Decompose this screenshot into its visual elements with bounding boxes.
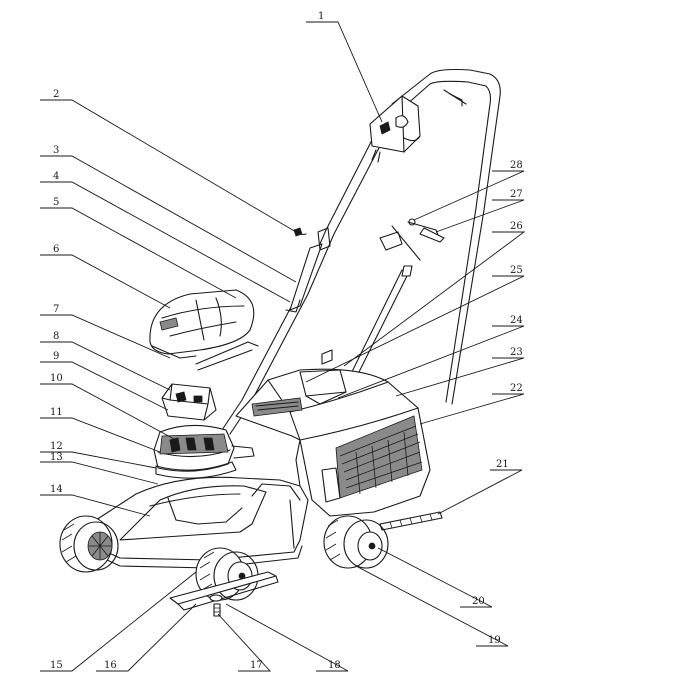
part-number-28: 28 [510, 160, 523, 171]
part-number-12: 12 [50, 441, 63, 452]
wheel-front-left [59, 515, 119, 573]
leader-lines [40, 21, 526, 672]
part-number-25: 25 [510, 265, 523, 276]
leader-25 [305, 275, 525, 383]
leader-27 [435, 199, 525, 233]
part-number-9: 9 [53, 351, 59, 362]
part-number-11: 11 [50, 407, 63, 418]
part-number-3: 3 [53, 145, 59, 156]
leader-10 [40, 383, 177, 441]
part-number-10: 10 [50, 373, 63, 384]
grass-box [235, 349, 431, 517]
cable-clip [379, 218, 445, 261]
part-number-6: 6 [53, 244, 59, 255]
leader-21 [437, 469, 523, 515]
leader-17 [217, 613, 272, 672]
part-number-13: 13 [50, 452, 63, 463]
part-number-27: 27 [510, 189, 523, 200]
part-number-14: 14 [50, 484, 63, 495]
leader-18 [225, 603, 349, 672]
part-numbers: 1 2 3 4 5 6 7 8 9 10 11 12 13 14 15 16 1… [50, 11, 523, 671]
leader-4 [40, 181, 291, 303]
leader-28 [413, 170, 525, 221]
leader-9 [40, 361, 169, 411]
leader-20 [377, 547, 493, 608]
leader-23 [395, 357, 525, 397]
part-number-23: 23 [510, 347, 523, 358]
leader-12 [40, 451, 157, 469]
wheel-rear-right [323, 515, 389, 569]
part-number-21: 21 [496, 459, 509, 470]
leader-8 [40, 341, 171, 391]
part-number-26: 26 [510, 221, 523, 232]
leader-16 [96, 603, 197, 672]
part-number-2: 2 [53, 89, 59, 100]
part-number-22: 22 [510, 383, 523, 394]
motor-cover [161, 383, 217, 421]
mower-drawing [59, 68, 501, 617]
blade-assembly [169, 571, 279, 617]
part-number-5: 5 [53, 197, 59, 208]
part-number-24: 24 [510, 315, 523, 326]
leader-11 [40, 417, 161, 453]
part-number-7: 7 [53, 304, 59, 315]
part-number-16: 16 [104, 660, 117, 671]
part-number-19: 19 [488, 635, 501, 646]
part-number-8: 8 [53, 331, 59, 342]
leader-24 [337, 325, 525, 399]
part-number-15: 15 [50, 660, 63, 671]
leader-26 [343, 231, 526, 367]
leader-15 [40, 571, 197, 672]
grass-box-lid [149, 289, 259, 371]
leader-3 [40, 155, 297, 283]
leader-2 [40, 99, 297, 233]
leader-7 [40, 314, 171, 359]
motor [153, 424, 255, 479]
part-number-18: 18 [328, 660, 341, 671]
switch-box [369, 95, 421, 163]
leader-1 [306, 21, 383, 123]
part-number-20: 20 [472, 596, 485, 607]
part-number-1: 1 [318, 11, 324, 22]
lower-handle-left [285, 227, 331, 313]
part-number-17: 17 [250, 660, 263, 671]
leader-13 [40, 461, 159, 485]
leader-6 [40, 254, 171, 309]
rear-axle [379, 511, 443, 531]
leader-22 [419, 393, 525, 425]
part-number-4: 4 [53, 171, 59, 182]
mower-deck [93, 435, 313, 569]
leader-5 [40, 207, 237, 299]
leader-14 [40, 494, 151, 517]
leader-19 [355, 565, 509, 647]
